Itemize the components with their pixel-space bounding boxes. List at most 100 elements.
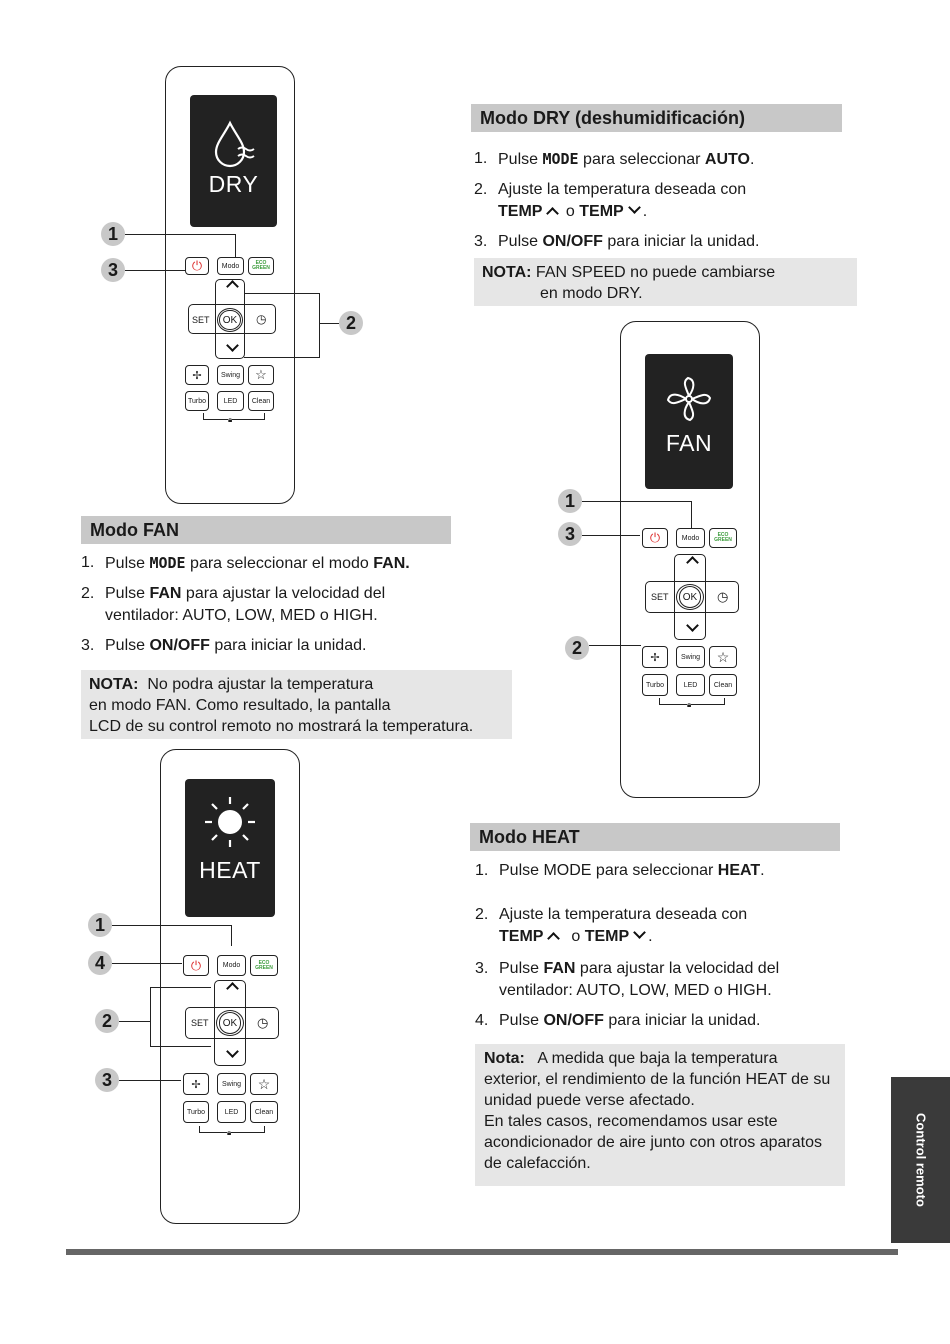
- step: 2.Pulse FAN para ajustar la velocidad de…: [81, 585, 386, 624]
- led-button[interactable]: LED: [217, 1101, 246, 1123]
- swing-button[interactable]: Swing: [676, 646, 705, 668]
- ok-button[interactable]: OK: [217, 308, 243, 332]
- temp-down-button[interactable]: [682, 619, 701, 636]
- temp-up-button[interactable]: [222, 982, 241, 995]
- lcd-screen: FAN: [645, 354, 733, 489]
- power-icon: ⏻: [191, 258, 203, 273]
- set-button[interactable]: SET: [191, 1018, 209, 1028]
- power-icon: ⏻: [649, 530, 661, 545]
- turbo-button[interactable]: Turbo: [183, 1101, 209, 1123]
- step: 3.Pulse ON/OFF para iniciar la unidad.: [474, 233, 760, 250]
- dry-steps: 1.Pulse MODE para seleccionar AUTO. 2.Aj…: [474, 148, 854, 261]
- step: 2.Ajuste la temperatura deseada con TEMP…: [475, 906, 748, 945]
- favorite-button[interactable]: ☆: [250, 1073, 278, 1095]
- step: 4.Pulse ON/OFF para iniciar la unidad.: [475, 1012, 761, 1029]
- lcd-screen: HEAT: [185, 779, 275, 917]
- swing-button[interactable]: Swing: [217, 365, 244, 385]
- step: 1.Pulse MODE para seleccionar HEAT.: [475, 862, 765, 879]
- temp-down-button[interactable]: [222, 339, 241, 356]
- chevron-up-icon: [226, 982, 239, 995]
- chevron-down-icon: [226, 1045, 239, 1058]
- power-button[interactable]: ⏻: [183, 955, 209, 976]
- step: 1.Pulse MODE para seleccionar AUTO.: [474, 150, 755, 168]
- temp-up-button[interactable]: [682, 556, 701, 569]
- callout-2: 2: [565, 636, 589, 660]
- fan-button[interactable]: ✢: [642, 646, 668, 668]
- mode-button[interactable]: Modo: [217, 257, 244, 275]
- fan-button[interactable]: ✢: [185, 365, 209, 385]
- callout-2: 2: [339, 311, 363, 335]
- step: 2.Ajuste la temperatura deseada con TEMP…: [474, 181, 747, 220]
- side-tab: Control remoto: [891, 1077, 950, 1243]
- callout-1: 1: [101, 222, 125, 246]
- clock-icon[interactable]: ◷: [257, 1015, 269, 1030]
- clock-icon[interactable]: ◷: [717, 589, 729, 604]
- chevron-up-icon: [226, 280, 239, 293]
- callout-2: 2: [95, 1009, 119, 1033]
- swing-button[interactable]: Swing: [217, 1073, 246, 1095]
- chevron-up-icon: [686, 556, 699, 569]
- set-button[interactable]: SET: [651, 592, 669, 602]
- note-fan: NOTA: No podra ajustar la temperatura en…: [81, 670, 512, 739]
- heat-steps: 1.Pulse MODE para seleccionar HEAT. 2.Aj…: [475, 860, 855, 1040]
- set-button[interactable]: SET: [192, 315, 210, 325]
- favorite-button[interactable]: ☆: [709, 646, 737, 668]
- temp-down-button[interactable]: [222, 1045, 241, 1062]
- lock-bracket: [199, 1126, 265, 1133]
- lcd-mode-text: HEAT: [199, 857, 261, 883]
- mode-button[interactable]: Modo: [217, 955, 246, 976]
- dpad: SET OK ◷: [185, 980, 279, 1068]
- fan-button-icon: ✢: [191, 1078, 201, 1091]
- lock-icon: 🔒︎: [687, 700, 692, 710]
- fan-icon: [666, 376, 712, 422]
- chevron-up-icon: [547, 932, 561, 945]
- clean-button[interactable]: Clean: [709, 674, 737, 696]
- led-button[interactable]: LED: [676, 674, 705, 696]
- dry-drop-icon: [214, 120, 255, 168]
- section-header-heat: Modo HEAT: [470, 823, 840, 851]
- turbo-button[interactable]: Turbo: [185, 391, 209, 411]
- clean-button[interactable]: Clean: [250, 1101, 278, 1123]
- clean-button[interactable]: Clean: [248, 391, 274, 411]
- lock-icon: 🔒︎: [227, 1128, 232, 1138]
- chevron-down-icon: [686, 619, 699, 632]
- ok-button[interactable]: OK: [216, 1010, 244, 1036]
- favorite-button[interactable]: ☆: [248, 365, 274, 385]
- dpad: SET OK ◷: [188, 279, 276, 361]
- power-button[interactable]: ⏻: [642, 528, 668, 548]
- led-button[interactable]: LED: [217, 391, 244, 411]
- lock-bracket: [659, 698, 725, 705]
- fan-steps: 1.Pulse MODE para seleccionar el modo FA…: [81, 552, 461, 665]
- lcd-screen: DRY: [190, 95, 277, 227]
- chevron-down-icon: [633, 926, 647, 939]
- turbo-button[interactable]: Turbo: [642, 674, 668, 696]
- power-icon: ⏻: [190, 957, 202, 973]
- lock-icon: 🔒︎: [228, 415, 233, 425]
- step: 3.Pulse FAN para ajustar la velocidad de…: [475, 960, 780, 999]
- clock-icon[interactable]: ◷: [256, 312, 267, 326]
- footer-rule: [66, 1249, 898, 1255]
- section-header-dry: Modo DRY (deshumidificación): [471, 104, 842, 132]
- ok-button[interactable]: OK: [676, 584, 704, 610]
- fan-button-icon: ✢: [650, 651, 660, 664]
- fan-button-icon: ✢: [192, 369, 202, 382]
- star-icon: ☆: [257, 1075, 271, 1092]
- lcd-mode-text: FAN: [665, 430, 713, 456]
- temp-up-button[interactable]: [222, 280, 241, 293]
- fan-button[interactable]: ✢: [183, 1073, 209, 1095]
- dpad: SET OK ◷: [645, 554, 739, 642]
- note-heat: Nota: A medida que baja la temperatura e…: [475, 1044, 845, 1186]
- mode-button[interactable]: Modo: [676, 528, 705, 548]
- callout-1: 1: [88, 913, 112, 937]
- callout-4: 4: [88, 951, 112, 975]
- power-button[interactable]: ⏻: [185, 257, 209, 275]
